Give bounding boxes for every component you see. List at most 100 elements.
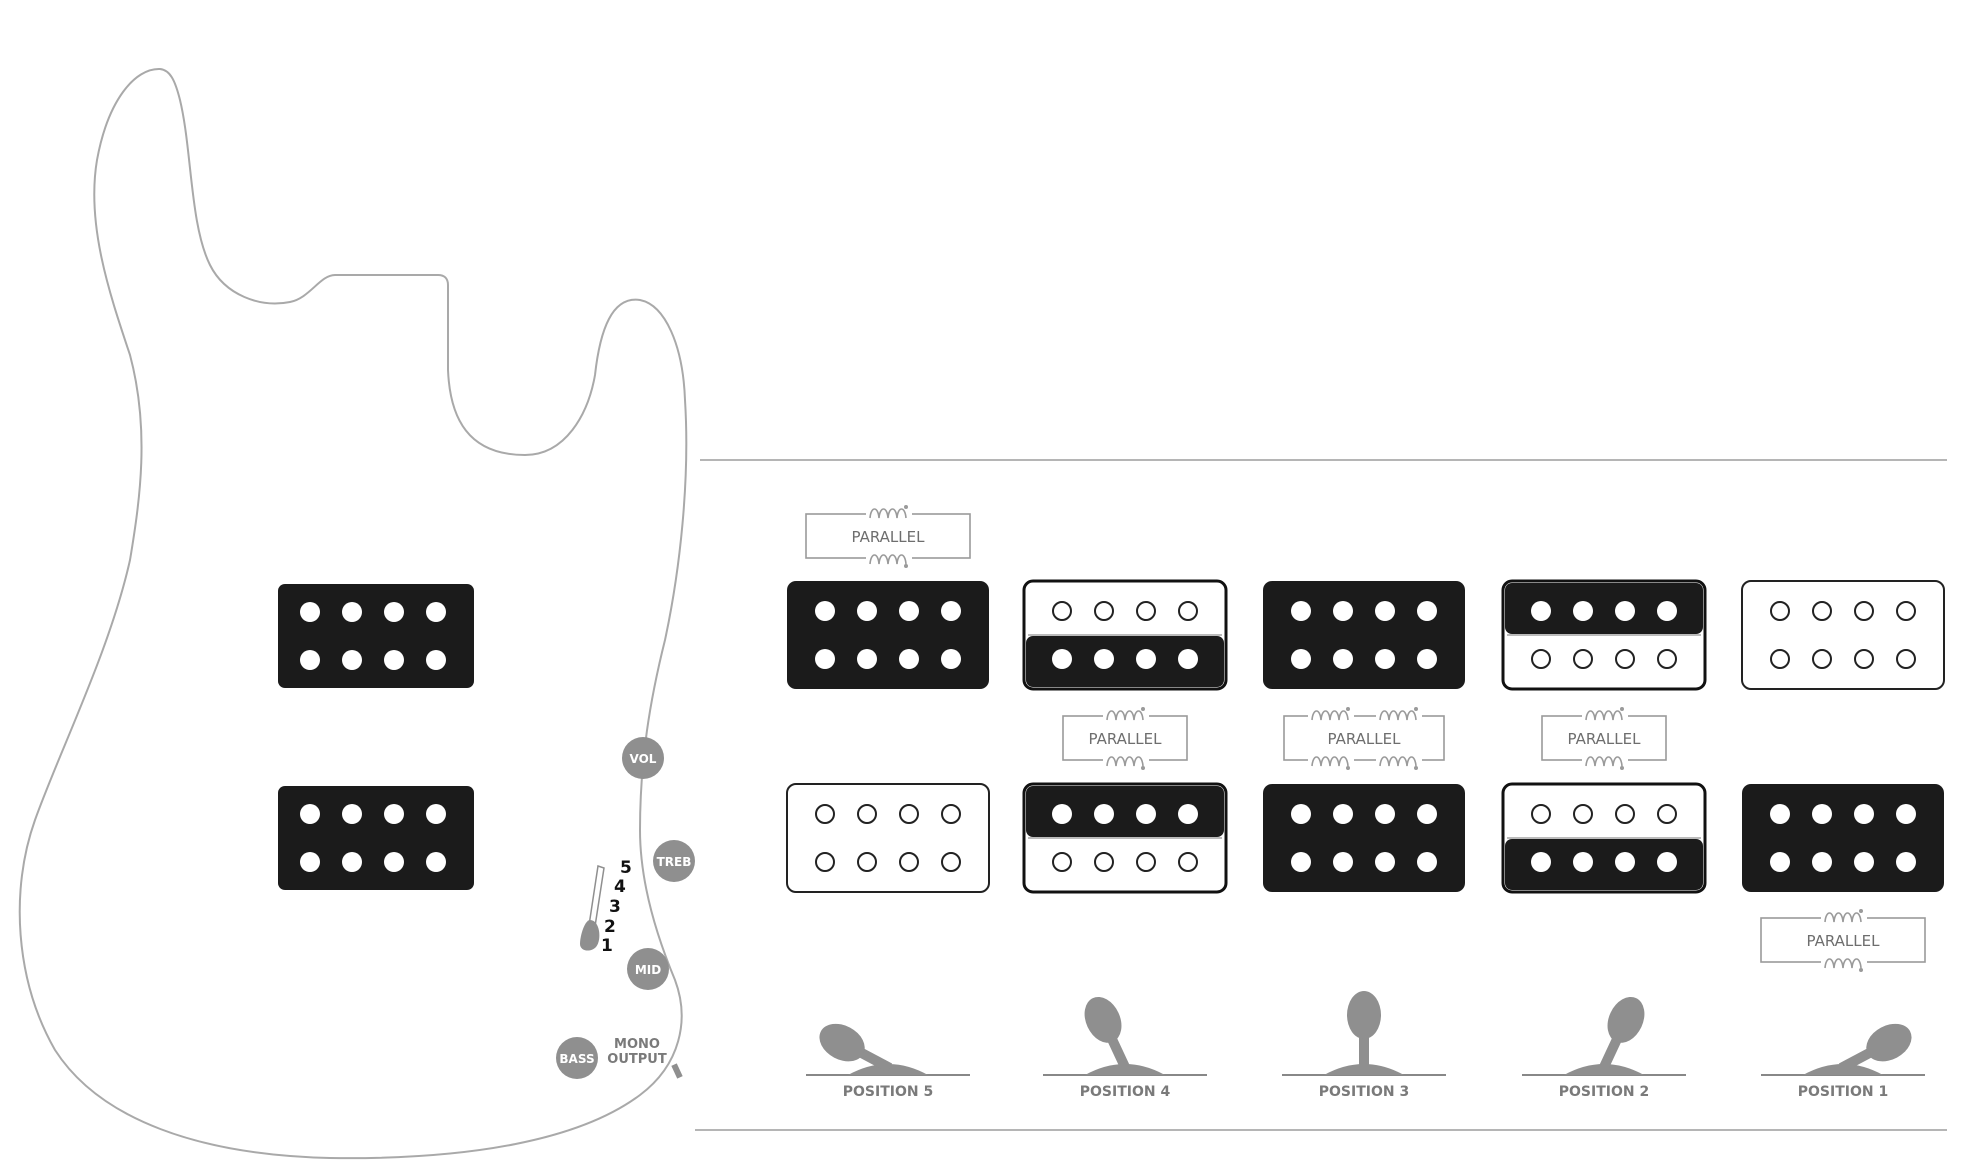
pole-piece	[426, 602, 446, 622]
pole-piece	[1094, 804, 1114, 824]
pole-piece	[815, 601, 835, 621]
switch-lever-icon	[1282, 991, 1446, 1076]
pole-piece	[1896, 804, 1916, 824]
pole-piece	[1854, 649, 1874, 669]
pole-piece	[1136, 804, 1156, 824]
mid-knob[interactable]: MID	[627, 948, 669, 990]
neck-pickup	[1263, 581, 1465, 689]
pole-piece	[1094, 649, 1114, 669]
pole-piece	[941, 601, 961, 621]
bass-knob[interactable]: BASS	[556, 1037, 598, 1079]
pole-piece	[1094, 601, 1114, 621]
pole-piece	[1657, 649, 1677, 669]
pole-piece	[1417, 601, 1437, 621]
pole-piece	[384, 804, 404, 824]
coil-loops	[1824, 958, 1862, 969]
five-way-switch[interactable]	[580, 865, 605, 951]
parallel-wiring-label: PARALLEL	[1541, 707, 1667, 770]
switch-number-4: 4	[614, 877, 626, 897]
pole-piece	[1573, 601, 1593, 621]
pole-piece	[1291, 649, 1311, 669]
pole-piece	[1375, 649, 1395, 669]
pole-piece	[1417, 852, 1437, 872]
pole-piece	[1052, 649, 1072, 669]
pole-piece	[1333, 852, 1353, 872]
pole-piece	[1657, 804, 1677, 824]
switch-lever-icon	[1043, 996, 1207, 1076]
switch-number-2: 2	[604, 917, 616, 937]
bridge-pickup	[1022, 782, 1228, 894]
mono-output-label-line1: MONO	[614, 1037, 660, 1052]
pole-piece	[1573, 649, 1593, 669]
coil-loops	[869, 508, 907, 519]
pole-piece	[300, 852, 320, 872]
pole-piece	[1531, 649, 1551, 669]
pole-piece	[815, 649, 835, 669]
pole-piece	[1615, 649, 1635, 669]
pole-piece	[941, 804, 961, 824]
treble-knob[interactable]: TREB	[653, 840, 695, 882]
active-coil	[1505, 839, 1703, 890]
pole-piece	[1052, 804, 1072, 824]
pole-piece	[300, 602, 320, 622]
position-label: POSITION 2	[1559, 1084, 1649, 1100]
pole-piece	[1896, 601, 1916, 621]
active-coil	[1026, 636, 1224, 687]
coil-loops	[1311, 710, 1349, 721]
mid-knob-label: MID	[635, 963, 661, 977]
neck-pickup	[1741, 580, 1945, 690]
pickup-cover	[786, 783, 990, 893]
pole-piece	[1854, 852, 1874, 872]
coil-loops	[1379, 710, 1417, 721]
pole-piece	[1770, 804, 1790, 824]
pole-piece	[300, 650, 320, 670]
pole-piece	[1375, 852, 1395, 872]
pole-piece	[1854, 601, 1874, 621]
pole-piece	[1615, 804, 1635, 824]
pole-piece	[815, 852, 835, 872]
coil-loops	[1311, 756, 1349, 767]
parallel-wiring-label: PARALLEL	[1062, 707, 1188, 770]
pole-piece	[899, 804, 919, 824]
pole-piece	[1178, 649, 1198, 669]
pole-piece	[426, 650, 446, 670]
switch-number-5: 5	[620, 858, 632, 878]
pole-piece	[899, 601, 919, 621]
parallel-text: PARALLEL	[1089, 730, 1163, 748]
position-label: POSITION 3	[1319, 1084, 1409, 1100]
pole-piece	[1417, 804, 1437, 824]
coil-loops	[869, 554, 907, 565]
pole-piece	[899, 649, 919, 669]
coil-loops	[1585, 756, 1623, 767]
pole-piece	[1657, 601, 1677, 621]
position-label: POSITION 4	[1080, 1084, 1171, 1100]
pickup-cover	[1742, 784, 1944, 892]
neck-pickup	[1501, 579, 1707, 691]
treble-knob-label: TREB	[657, 855, 692, 869]
active-coil	[1505, 583, 1703, 634]
pole-piece	[1178, 852, 1198, 872]
pole-piece	[1052, 601, 1072, 621]
switch-number-1: 1	[601, 936, 613, 956]
bass-knob-label: BASS	[559, 1052, 594, 1066]
bridge-pickup	[1742, 784, 1944, 892]
body-neck-pickup	[278, 584, 474, 688]
pole-piece	[1291, 852, 1311, 872]
pole-piece	[384, 650, 404, 670]
pole-piece	[1770, 649, 1790, 669]
pole-piece	[1333, 649, 1353, 669]
pole-piece	[815, 804, 835, 824]
vol-knob[interactable]: VOL	[622, 737, 664, 779]
neck-pickup	[1022, 579, 1228, 691]
pole-piece	[1417, 649, 1437, 669]
switch-lever-icon	[1522, 996, 1686, 1076]
vol-knob-label: VOL	[630, 752, 657, 766]
pole-piece	[1812, 601, 1832, 621]
body-neck-pickup-cover	[278, 584, 474, 688]
bridge-pickup	[1501, 782, 1707, 894]
pole-piece	[1094, 852, 1114, 872]
pole-piece	[1531, 601, 1551, 621]
pole-piece	[384, 602, 404, 622]
bass-body-outline	[18, 67, 688, 1160]
coil-loops	[1106, 710, 1144, 721]
